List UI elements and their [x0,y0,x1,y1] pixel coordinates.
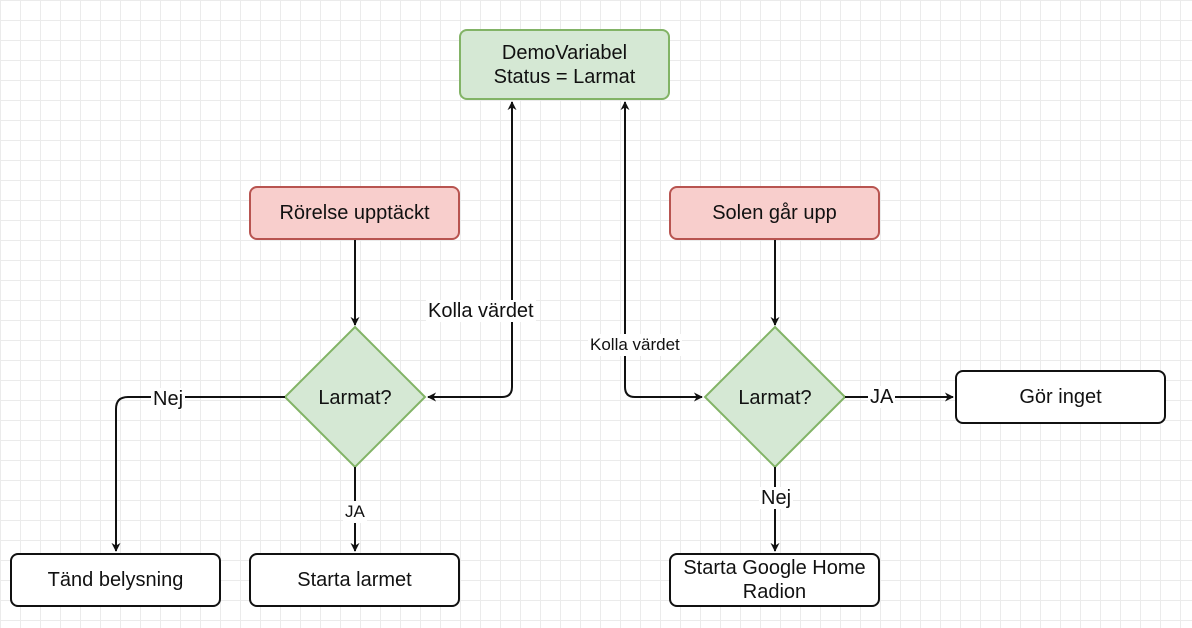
decision-right-label: Larmat? [738,387,811,409]
edge-label-no-left: Nej [151,388,186,410]
turn-on-lights-node[interactable]: Tänd belysning [10,553,221,607]
demo-variable-node[interactable]: DemoVariabel Status = Larmat [459,29,670,100]
edge-label-check-value-right: Kolla värdet [588,334,682,356]
motion-detected-node[interactable]: Rörelse upptäckt [249,186,460,240]
edge-label-yes-left: JA [343,501,367,523]
edge-no-left [111,396,285,552]
edge-label-no-right: Nej [759,487,794,509]
edge-check-value-right [620,101,703,402]
edge-label-yes-right: JA [868,386,896,408]
edge-label-check-value-left: Kolla värdet [426,300,536,322]
edge-check-value-left [427,101,517,402]
sunrise-node[interactable]: Solen går upp [669,186,880,240]
do-nothing-node[interactable]: Gör inget [955,370,1166,424]
start-google-radio-node[interactable]: Starta Google Home Radion [669,553,880,607]
decision-left-label: Larmat? [318,387,391,409]
start-alarm-node[interactable]: Starta larmet [249,553,460,607]
